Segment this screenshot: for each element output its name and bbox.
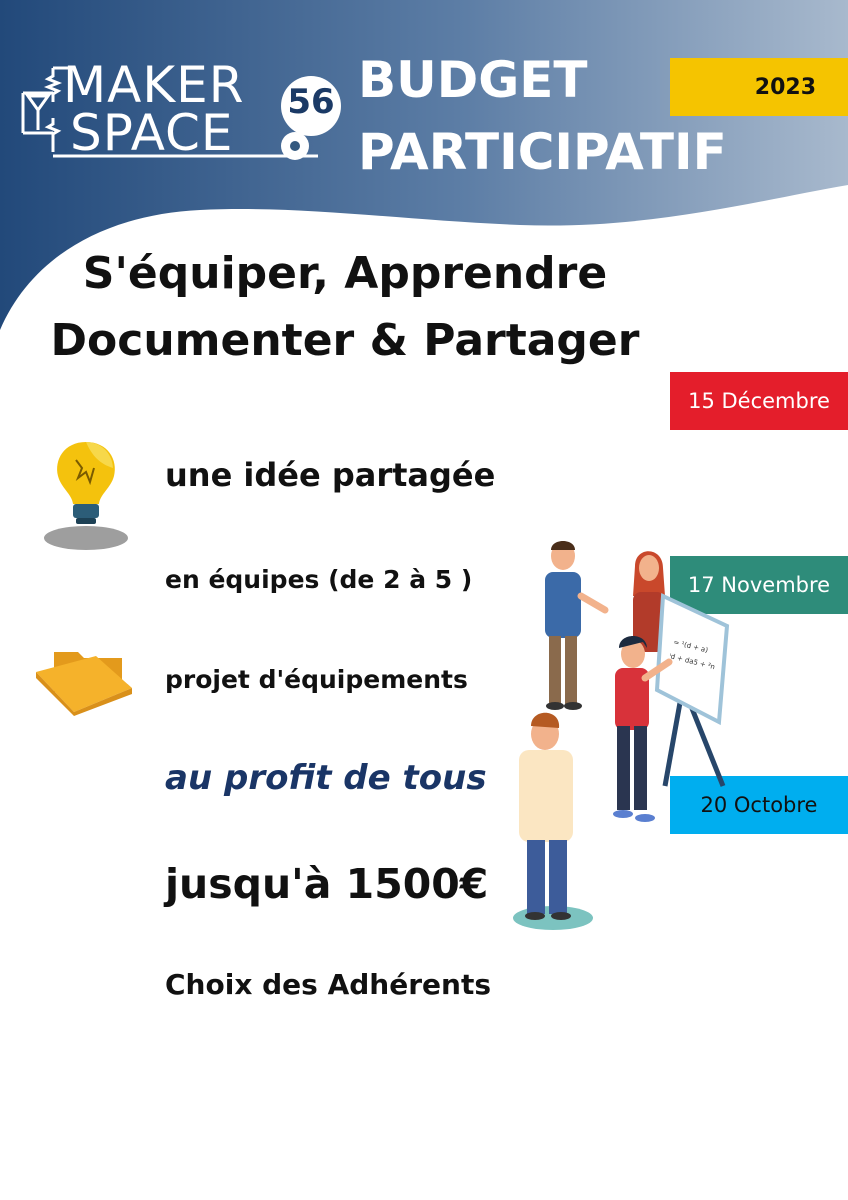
title-line2: PARTICIPATIF <box>358 123 727 181</box>
person-beige-shirt <box>519 712 573 920</box>
item-amount: jusqu'à 1500€ <box>165 860 489 908</box>
header-wave-background <box>0 0 848 330</box>
headline-line2: Documenter & Partager <box>50 315 640 366</box>
date-november-text: 17 Novembre <box>687 573 831 597</box>
date-badge-november: 17 Novembre <box>670 556 848 614</box>
date-october-text: 20 Octobre <box>700 793 818 817</box>
date-badge-october: 20 Octobre <box>670 776 848 834</box>
circuit-icon <box>21 66 341 160</box>
title-line1: BUDGET <box>358 51 588 109</box>
folder-icon <box>36 652 132 716</box>
item-choice: Choix des Adhérents <box>165 968 491 1001</box>
year-text: 2023 <box>754 74 816 100</box>
lightbulb-icon <box>44 442 128 550</box>
person-red-shirt <box>613 636 673 822</box>
item-project: projet d'équipements <box>165 665 468 694</box>
person-red-hair <box>633 551 665 652</box>
item-teams: en équipes (de 2 à 5 ) <box>165 565 473 594</box>
logo-number: 56 <box>287 82 335 122</box>
makerspace-logo: MAKER SPACE 56 <box>18 58 348 168</box>
logo-space: SPACE <box>70 104 234 162</box>
person-blue-shirt <box>545 541 609 710</box>
item-idea: une idée partagée <box>165 456 496 494</box>
whiteboard: = ¹(d + a) ⁱd + da5 + ²n <box>654 592 730 787</box>
date-december-text: 15 Décembre <box>688 389 830 413</box>
item-profit: au profit de tous <box>165 758 487 798</box>
logo-maker: MAKER <box>63 56 245 114</box>
date-badge-december: 15 Décembre <box>670 372 848 430</box>
year-badge: 2023 <box>670 58 848 116</box>
team-illustration: = ¹(d + a) ⁱd + da5 + ²n <box>513 541 730 930</box>
headline-line1: S'équiper, Apprendre <box>82 248 608 299</box>
